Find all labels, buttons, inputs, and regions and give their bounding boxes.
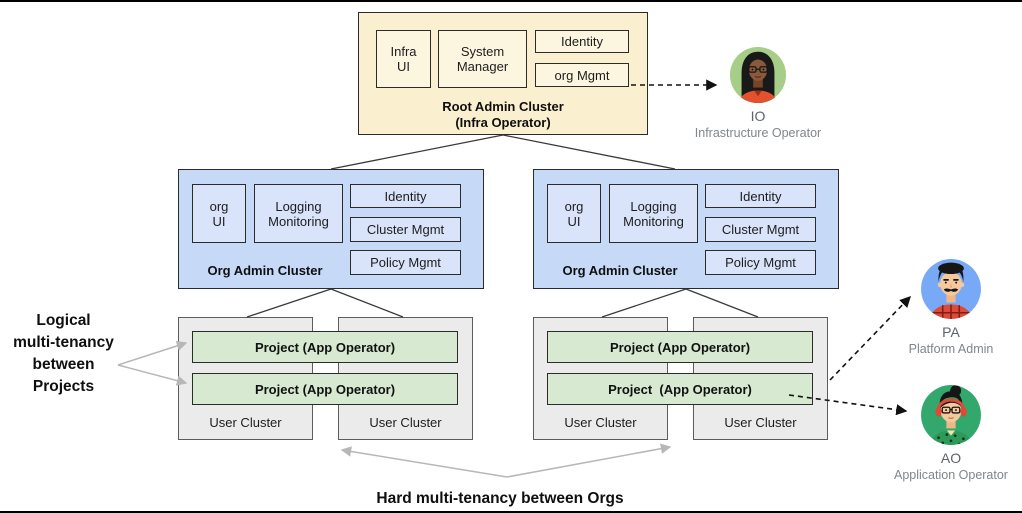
line-org-left-to-uc2 <box>330 288 404 318</box>
org-cluster-title: Org Admin Cluster <box>207 263 323 278</box>
persona-role: Application Operator <box>894 468 1008 482</box>
component-logging-monitoring: Logging Monitoring <box>254 184 343 243</box>
persona-code: AO <box>940 450 962 466</box>
io-avatar-icon <box>729 46 787 104</box>
component-policy-mgmt: Policy Mgmt <box>705 250 816 275</box>
component-system-manager: System Manager <box>438 30 527 88</box>
user-cluster-group-right: User Cluster User Cluster Project (App O… <box>533 317 828 440</box>
component-org-ui: org UI <box>547 184 601 243</box>
line-org-left-to-uc1 <box>246 288 332 318</box>
component-infra-ui: Infra UI <box>376 30 431 88</box>
persona-io: IO Infrastructure Operator <box>678 46 838 140</box>
arrow-logical-to-project1 <box>117 340 188 366</box>
persona-pa: PA Platform Admin <box>871 258 1022 356</box>
user-cluster-label: User Cluster <box>564 415 637 430</box>
annotation-logical-multitenancy: Logical multi-tenancy between Projects <box>13 312 114 395</box>
project-bar: Project (App Operator) <box>192 373 458 405</box>
root-admin-cluster: Infra UI System Manager Identity org Mgm… <box>358 12 648 135</box>
line-root-to-org-left <box>330 134 504 170</box>
org-admin-cluster-left: org UI Logging Monitoring Identity Clust… <box>178 169 484 289</box>
line-org-right-to-uc1 <box>601 288 687 318</box>
project-bar: Project (App Operator) <box>547 373 813 405</box>
component-identity: Identity <box>705 184 816 208</box>
user-cluster-label: User Cluster <box>369 415 442 430</box>
component-identity: Identity <box>535 30 629 53</box>
persona-role: Platform Admin <box>908 342 994 356</box>
component-org-mgmt: org Mgmt <box>535 63 629 87</box>
org-admin-cluster-right: org UI Logging Monitoring Identity Clust… <box>533 169 839 289</box>
project-bar: Project (App Operator) <box>547 331 813 363</box>
arrow-hard-to-left-group <box>340 446 508 478</box>
arrow-hard-to-right-group <box>506 443 672 478</box>
line-root-to-org-right <box>502 134 676 170</box>
component-policy-mgmt: Policy Mgmt <box>350 250 461 275</box>
component-logging-monitoring: Logging Monitoring <box>609 184 698 243</box>
line-org-right-to-uc2 <box>685 288 759 318</box>
component-identity: Identity <box>350 184 461 208</box>
component-cluster-mgmt: Cluster Mgmt <box>705 217 816 242</box>
annotation-hard-multitenancy: Hard multi-tenancy between Orgs <box>376 490 624 507</box>
pa-avatar-icon <box>921 259 981 319</box>
org-cluster-title: Org Admin Cluster <box>562 263 678 278</box>
persona-ao: AO Application Operator <box>871 384 1022 482</box>
persona-code: IO <box>750 108 766 124</box>
root-cluster-title: Root Admin Cluster (Infra Operator) <box>442 99 564 130</box>
ao-avatar-icon <box>921 385 981 445</box>
persona-role: Infrastructure Operator <box>694 126 822 140</box>
user-cluster-group-left: User Cluster User Cluster Project (App O… <box>178 317 473 440</box>
user-cluster-label: User Cluster <box>209 415 282 430</box>
component-org-ui: org UI <box>192 184 246 243</box>
project-bar: Project (App Operator) <box>192 331 458 363</box>
user-cluster-label: User Cluster <box>724 415 797 430</box>
persona-code: PA <box>942 324 960 340</box>
arrow-logical-to-project2 <box>117 364 188 386</box>
component-cluster-mgmt: Cluster Mgmt <box>350 217 461 242</box>
